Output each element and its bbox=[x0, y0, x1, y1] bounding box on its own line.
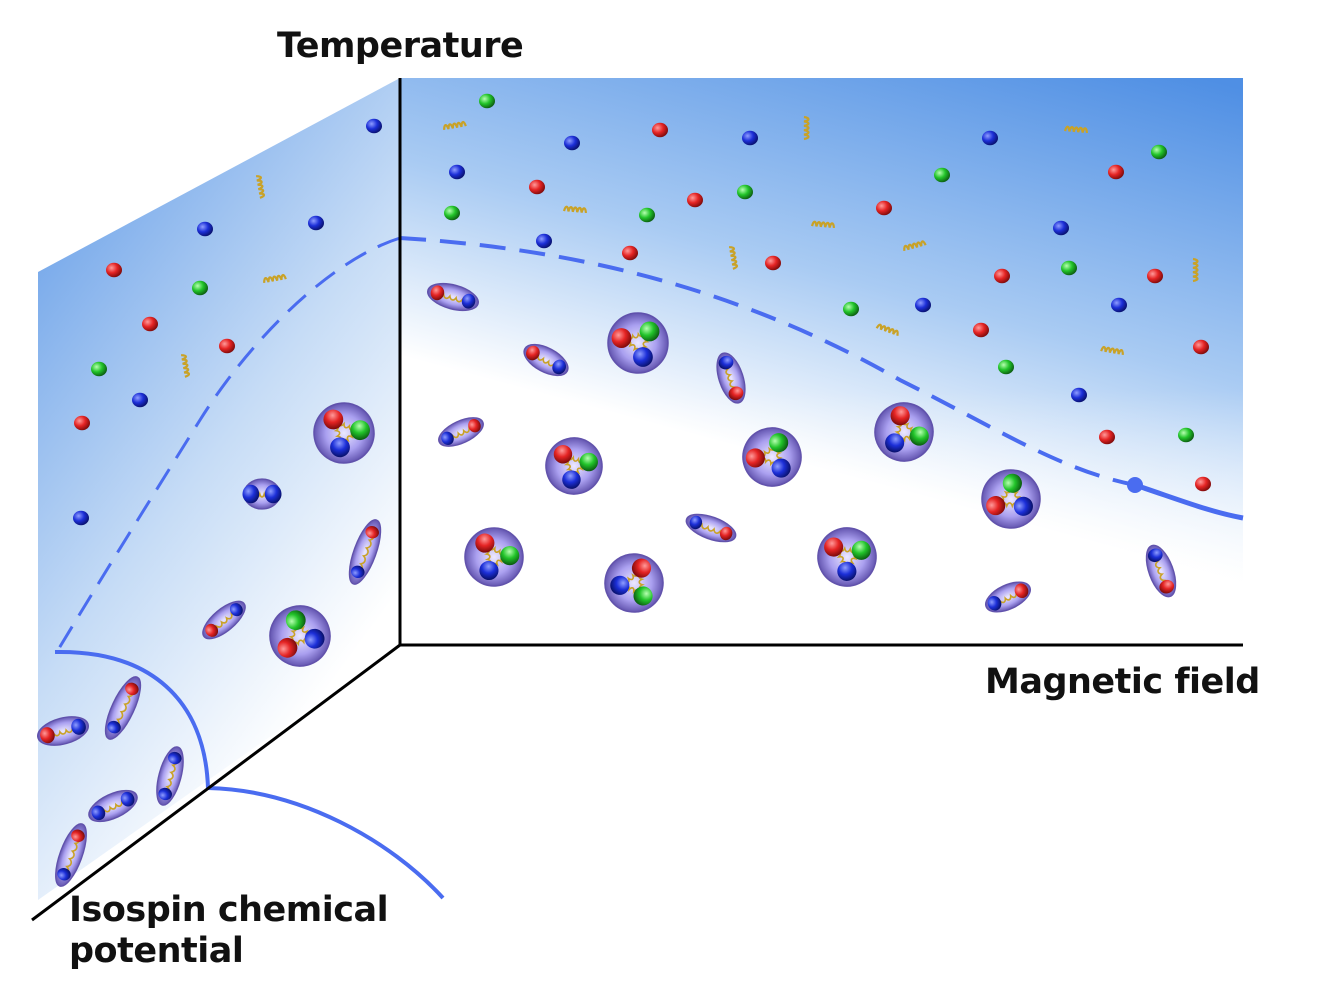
gluon bbox=[729, 246, 739, 270]
green-quark bbox=[91, 361, 107, 377]
gluon bbox=[443, 120, 467, 130]
meson bbox=[716, 352, 746, 404]
baryon bbox=[313, 402, 375, 464]
red-quark bbox=[876, 200, 892, 216]
meson bbox=[438, 417, 484, 447]
green-quark bbox=[737, 184, 753, 200]
meson bbox=[88, 789, 138, 823]
floor-phase-line-solid bbox=[207, 786, 445, 900]
baryon bbox=[545, 437, 603, 495]
baryon bbox=[604, 553, 664, 613]
gluon bbox=[903, 240, 927, 251]
meson bbox=[348, 519, 382, 585]
blue-quark bbox=[366, 118, 382, 134]
blue-quark bbox=[1111, 297, 1127, 313]
baryon bbox=[269, 605, 331, 667]
gluon bbox=[256, 175, 266, 199]
red-quark bbox=[687, 192, 703, 208]
red-quark bbox=[652, 122, 668, 138]
isospin-label-line2: potential bbox=[69, 931, 244, 972]
back-phase-line-solid bbox=[1134, 482, 1244, 521]
green-quark bbox=[843, 301, 859, 317]
blue-quark bbox=[1053, 220, 1069, 236]
baryon bbox=[981, 469, 1041, 529]
blue-quark bbox=[536, 233, 552, 249]
blue-quark bbox=[132, 392, 148, 408]
green-quark bbox=[479, 93, 495, 109]
baryon bbox=[464, 527, 524, 587]
meson bbox=[985, 581, 1031, 613]
blue-quark bbox=[564, 135, 580, 151]
meson bbox=[685, 513, 737, 543]
meson bbox=[37, 716, 89, 746]
green-quark bbox=[639, 207, 655, 223]
meson bbox=[427, 282, 479, 312]
meson bbox=[1145, 544, 1177, 598]
back-phase-line-dashed bbox=[399, 236, 1136, 487]
green-quark bbox=[1061, 260, 1077, 276]
meson bbox=[202, 600, 246, 640]
gluon bbox=[1192, 257, 1199, 283]
green-quark bbox=[1151, 144, 1167, 160]
blue-quark bbox=[308, 215, 324, 231]
magnetic-field-axis-label: Magnetic field bbox=[985, 662, 1260, 702]
side-wall-panel bbox=[38, 78, 400, 900]
side-phase-line-dashed bbox=[53, 236, 401, 656]
gluon bbox=[803, 115, 810, 141]
gluon bbox=[1100, 345, 1124, 355]
red-quark bbox=[1147, 268, 1163, 284]
meson bbox=[242, 478, 282, 510]
green-quark bbox=[998, 359, 1014, 375]
red-quark bbox=[1193, 339, 1209, 355]
gluon bbox=[1063, 125, 1089, 134]
blue-quark bbox=[915, 297, 931, 313]
meson bbox=[523, 343, 569, 377]
isospin-axis-label: Isospin chemical potential bbox=[69, 890, 389, 973]
gluon bbox=[263, 273, 287, 283]
isospin-axis bbox=[31, 643, 401, 922]
green-quark bbox=[444, 205, 460, 221]
red-quark bbox=[142, 316, 158, 332]
green-quark bbox=[1178, 427, 1194, 443]
meson bbox=[55, 823, 87, 887]
blue-quark bbox=[197, 221, 213, 237]
blue-quark bbox=[1071, 387, 1087, 403]
red-quark bbox=[1099, 429, 1115, 445]
green-quark bbox=[934, 167, 950, 183]
gluon bbox=[181, 354, 191, 378]
blue-quark bbox=[982, 130, 998, 146]
meson bbox=[156, 746, 184, 806]
red-quark bbox=[219, 338, 235, 354]
temperature-axis-label: Temperature bbox=[277, 26, 524, 66]
isospin-label-line1: Isospin chemical bbox=[69, 890, 389, 930]
red-quark bbox=[1195, 476, 1211, 492]
baryon bbox=[607, 312, 669, 374]
baryon bbox=[874, 402, 934, 462]
baryon bbox=[817, 527, 877, 587]
blue-quark bbox=[449, 164, 465, 180]
particle-layer bbox=[37, 93, 1211, 887]
gluon bbox=[810, 220, 836, 229]
critical-point-marker bbox=[1127, 477, 1143, 493]
side-phase-line-solid bbox=[54, 649, 210, 789]
red-quark bbox=[106, 262, 122, 278]
baryon bbox=[742, 427, 802, 487]
red-quark bbox=[74, 415, 90, 431]
red-quark bbox=[529, 179, 545, 195]
red-quark bbox=[622, 245, 638, 261]
gluon bbox=[875, 323, 899, 336]
red-quark bbox=[973, 322, 989, 338]
meson bbox=[104, 676, 142, 740]
blue-quark bbox=[73, 510, 89, 526]
blue-quark bbox=[742, 130, 758, 146]
red-quark bbox=[994, 268, 1010, 284]
green-quark bbox=[192, 280, 208, 296]
red-quark bbox=[765, 255, 781, 271]
gluon bbox=[562, 205, 588, 214]
red-quark bbox=[1108, 164, 1124, 180]
